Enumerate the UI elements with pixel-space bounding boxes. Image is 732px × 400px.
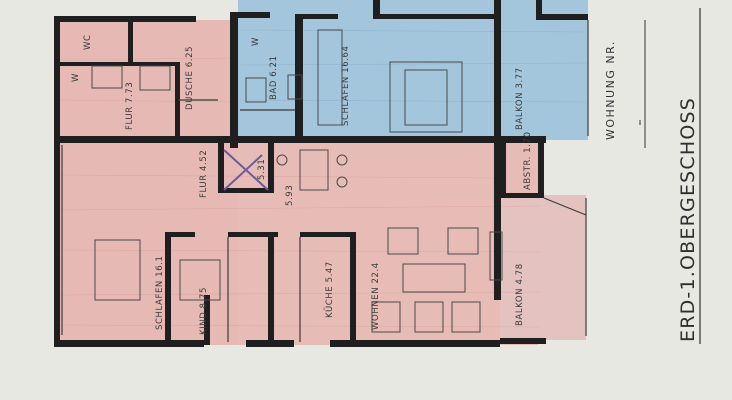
label-flur-main: FLUR 4.52 <box>199 150 209 198</box>
thin-outlines <box>61 20 589 342</box>
label-wc-top: WC <box>83 34 93 50</box>
label-kueche: KÜCHE 5.47 <box>324 261 335 318</box>
title-block: WOHNUNG NR. ERD-1.OBERGESCHOSS <box>604 8 701 344</box>
label-bad-w: W <box>251 37 261 46</box>
label-dusche: DUSCHE 6.25 <box>185 46 195 110</box>
label-flur-top: FLUR 7.73 <box>125 82 135 130</box>
label-bad: BAD 6.21 <box>269 55 279 100</box>
label-wc-w: W <box>71 73 81 82</box>
label-kind: KIND 8.75 <box>199 287 209 335</box>
pink-zone-balcony2 <box>500 195 586 340</box>
label-abstr: ABSTR. 1.70 <box>523 131 533 190</box>
label-balkon-1: BALKON 3.77 <box>515 67 525 130</box>
label-schlafen-2: SCHLAFEN 16.1 <box>155 255 165 330</box>
walls <box>54 0 588 347</box>
label-hall: 5.93 <box>285 185 295 206</box>
label-abstellraum: 5.31 <box>257 159 267 180</box>
cross-mark <box>223 149 269 191</box>
furniture <box>91 29 503 333</box>
sheet-title: ERD-1.OBERGESCHOSS <box>677 97 699 342</box>
room-labels: WC DUSCHE 6.25 FLUR 7.73 W BAD 6.21 W SC… <box>71 34 533 335</box>
unit-label: WOHNUNG NR. <box>604 40 617 140</box>
pink-zone-left <box>58 20 238 345</box>
label-schlafen-1: SCHLAFEN 16.64 <box>341 45 351 126</box>
label-balkon-2: BALKON 4.78 <box>515 263 525 326</box>
label-wohnen: WOHNEN 22.4 <box>371 262 381 330</box>
